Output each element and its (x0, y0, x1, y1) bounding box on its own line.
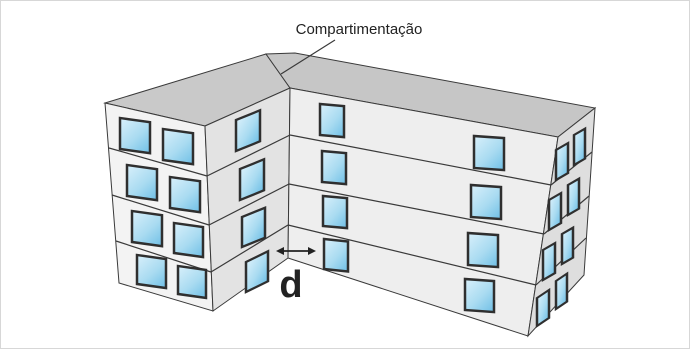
window (125, 163, 159, 202)
window (118, 116, 152, 155)
window (244, 249, 270, 294)
window (554, 271, 569, 312)
window (547, 191, 563, 232)
window (322, 237, 350, 273)
window (130, 209, 164, 248)
window (161, 127, 195, 166)
window (535, 287, 551, 329)
compartment-leader-line (280, 39, 336, 75)
window (240, 205, 267, 249)
window (172, 221, 205, 259)
compartment-label: Compartimentação (296, 21, 423, 38)
window (572, 126, 587, 167)
window (321, 194, 349, 230)
window (469, 183, 503, 221)
window (238, 157, 266, 202)
window (463, 277, 496, 314)
window (135, 253, 168, 290)
window (554, 141, 570, 182)
window (466, 231, 500, 269)
left-side-windows (234, 108, 270, 294)
right-end-windows (535, 126, 587, 329)
window (472, 134, 506, 172)
window (168, 175, 202, 214)
window (560, 225, 575, 266)
window (541, 241, 557, 282)
distance-arrow (276, 247, 316, 255)
right-front-windows-near (318, 102, 350, 273)
window (320, 149, 348, 186)
left-front-windows (118, 116, 208, 300)
right-front-windows-far (463, 134, 506, 314)
window (234, 108, 262, 153)
window (566, 176, 581, 217)
window (176, 264, 208, 300)
window (318, 102, 346, 139)
distance-label: d (279, 264, 302, 306)
